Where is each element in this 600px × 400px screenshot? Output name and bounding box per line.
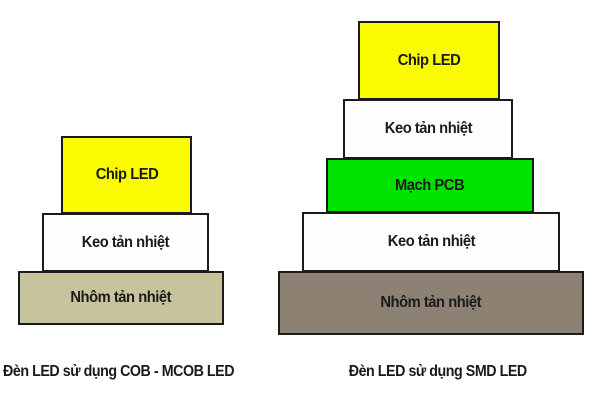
smd-led-caption: Đèn LED sử dụng SMD LED <box>348 363 527 380</box>
cob-layer-aluminum-heatsink: Nhôm tản nhiệt <box>18 271 224 325</box>
smd-layer-thermal-glue-lower: Keo tản nhiệt <box>302 212 560 272</box>
smd-layer-thermal-glue-upper-label: Keo tản nhiệt <box>384 120 472 137</box>
smd-layer-thermal-glue-lower-label: Keo tản nhiệt <box>387 233 475 250</box>
cob-layer-chip-led-label: Chip LED <box>95 166 158 183</box>
smd-layer-pcb: Mạch PCB <box>326 158 534 213</box>
smd-layer-chip-led-label: Chip LED <box>397 51 461 69</box>
smd-layer-thermal-glue-upper: Keo tản nhiệt <box>343 99 513 159</box>
cob-layer-thermal-glue-label: Keo tản nhiệt <box>81 233 170 251</box>
smd-layer-aluminum-heatsink-label: Nhôm tản nhiệt <box>380 294 482 311</box>
cob-led-caption: Đèn LED sử dụng COB - MCOB LED <box>3 363 235 380</box>
smd-layer-aluminum-heatsink: Nhôm tản nhiệt <box>278 271 584 335</box>
smd-layer-chip-led: Chip LED <box>358 21 500 100</box>
cob-layer-thermal-glue: Keo tản nhiệt <box>42 213 209 272</box>
cob-layer-chip-led: Chip LED <box>61 136 192 214</box>
cob-layer-aluminum-heatsink-label: Nhôm tản nhiệt <box>70 289 172 306</box>
smd-layer-pcb-label: Mạch PCB <box>395 176 465 194</box>
